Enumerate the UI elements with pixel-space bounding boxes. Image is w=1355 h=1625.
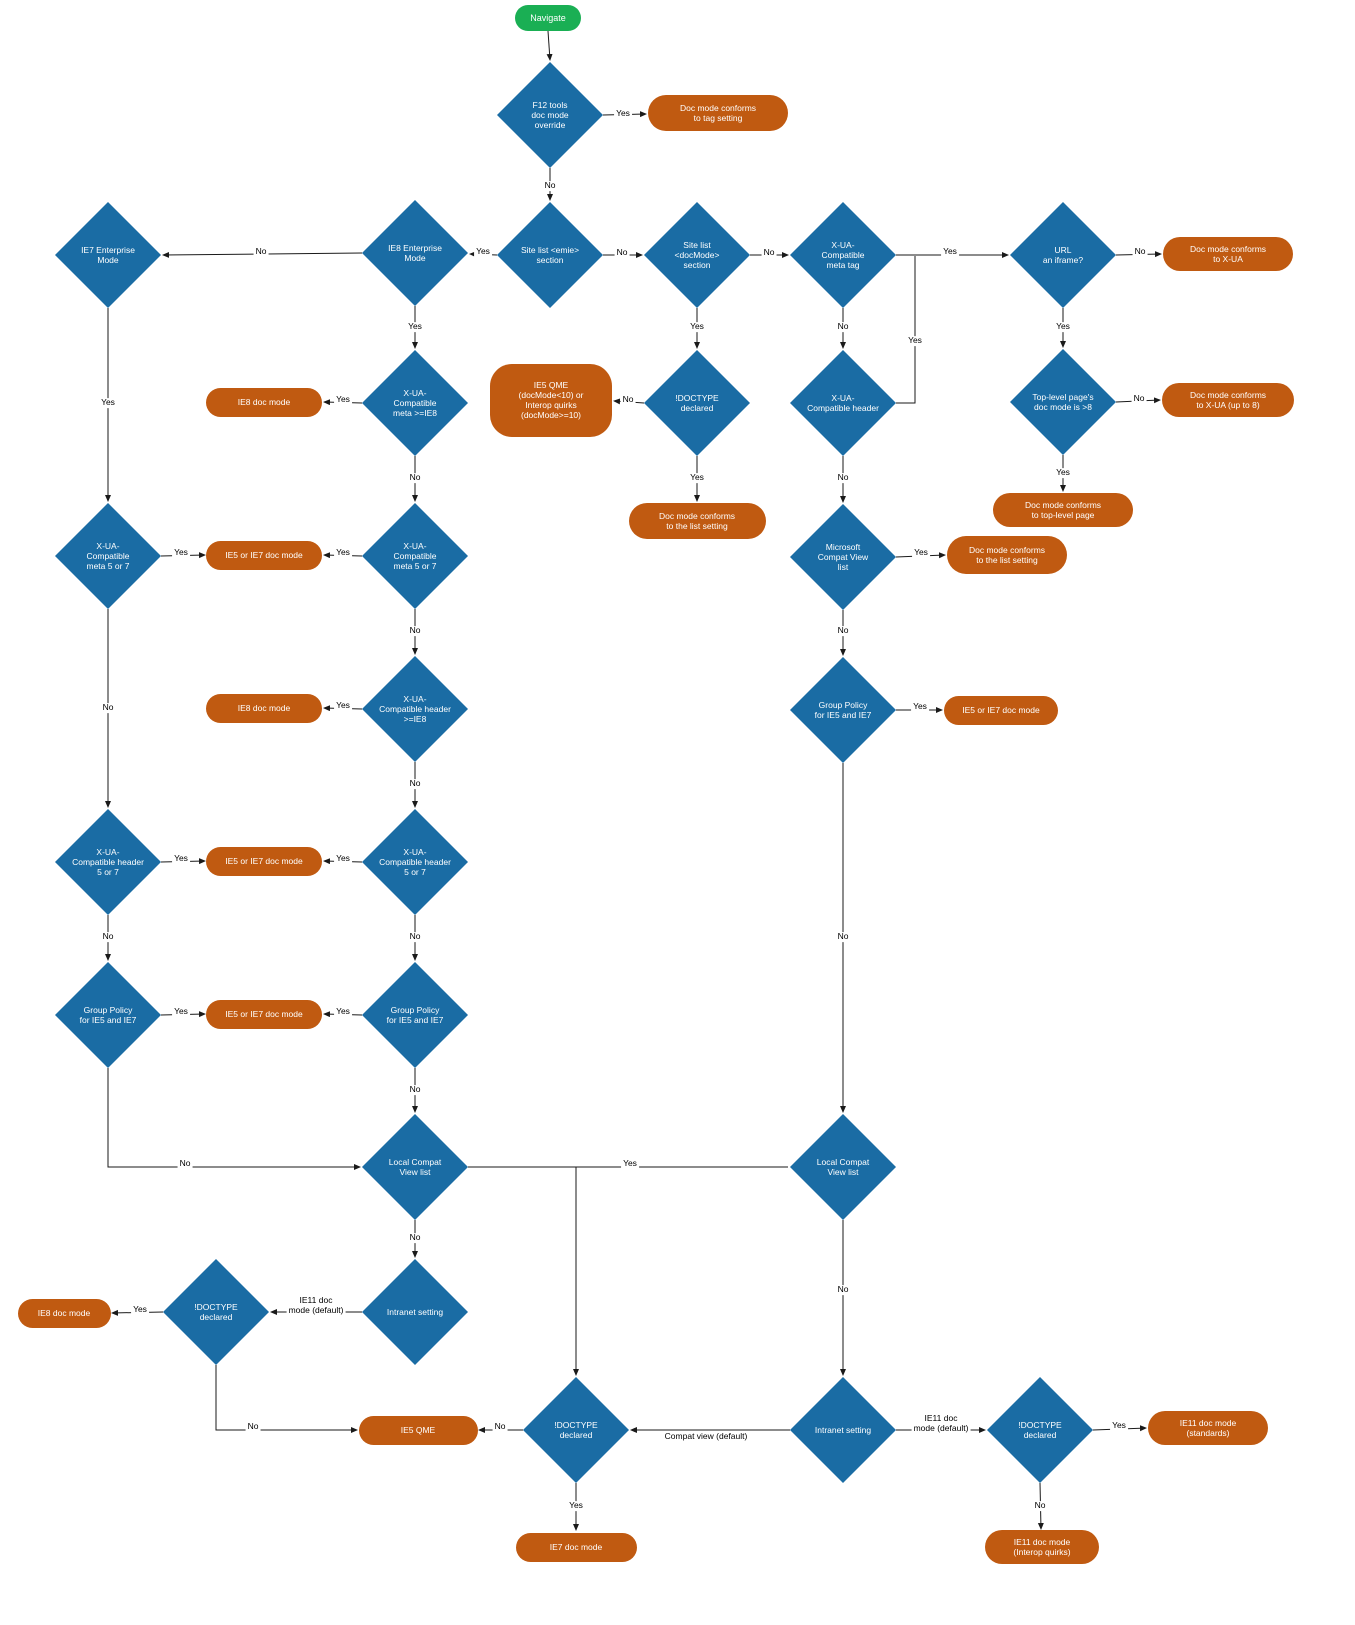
edge-label-xua_header-to-mscv_list: No	[835, 472, 851, 483]
edge-gp57_left-to-lcv_mid	[107, 1068, 361, 1170]
edge-xua_header-to-url_iframe	[896, 256, 916, 404]
result-t_ie8_2: IE8 doc mode	[206, 693, 322, 723]
result-t_ie5qme_big: IE5 QME (docMode<10) or Interop quirks (…	[490, 363, 612, 437]
edge-label-intranet_right-to-doctype_right: IE11 doc mode (default)	[911, 1413, 971, 1434]
result-t_ie57_right: IE5 or IE7 doc mode	[944, 695, 1058, 725]
result-t_ie8_3: IE8 doc mode	[17, 1298, 111, 1328]
result-t_ie5qme: IE5 QME	[358, 1415, 478, 1445]
result-t_list1: Doc mode conforms to the list setting	[628, 503, 766, 539]
result-t_list2: Doc mode conforms to the list setting	[947, 536, 1067, 574]
edge-label-xua_meta_ge8-to-t_ie8_1: Yes	[334, 394, 352, 405]
result-t_ie8_1: IE8 doc mode	[206, 387, 322, 417]
edge-label-gp57_left-to-t_ie57_3: Yes	[172, 1006, 190, 1017]
result-t_ie11iq: IE11 doc mode (Interop quirks)	[985, 1530, 1099, 1564]
edge-label-lcv_mid-to-lcv_right: Yes	[621, 1158, 639, 1169]
edge-label-xua_meta_tag-to-url_iframe: Yes	[941, 246, 959, 257]
edge-label-mscv_list-to-gp57_right: No	[835, 625, 851, 636]
edge-label-f12-to-t_tag: Yes	[614, 108, 632, 119]
edge-label-xua_meta_tag-to-xua_header: No	[835, 321, 851, 332]
result-t_xua8: Doc mode conforms to X-UA (up to 8)	[1162, 383, 1294, 417]
edge-label-doctype_left-to-t_ie5qme: No	[245, 1421, 261, 1432]
result-t_ie57_3: IE5 or IE7 doc mode	[206, 999, 322, 1029]
start-navigate: Navigate	[515, 5, 581, 31]
edge-label-toplevel-to-t_toplevel: Yes	[1054, 467, 1072, 478]
edge-label-doctype_left-to-t_ie8_3: Yes	[131, 1304, 149, 1315]
edge-label-lcv_right-to-intranet_right: No	[835, 1284, 851, 1295]
result-t_ie11std: IE11 doc mode (standards)	[1148, 1411, 1268, 1445]
result-t_tag: Doc mode conforms to tag setting	[648, 95, 788, 131]
edge-label-doctype_center-to-t_ie7: Yes	[567, 1500, 585, 1511]
edge-label-xua_header57_mid-to-t_ie57_2: Yes	[334, 853, 352, 864]
edge-label-xua_header_ge8-to-t_ie8_2: Yes	[334, 700, 352, 711]
result-t_ie57_1: IE5 or IE7 doc mode	[206, 540, 322, 570]
edge-label-gp57_left-to-lcv_mid: No	[177, 1158, 193, 1169]
edge-label-intranet_mid-to-doctype_left: IE11 doc mode (default)	[286, 1295, 346, 1316]
edge-label-xua_header-to-url_iframe: Yes	[906, 335, 924, 346]
edge-label-doctype_list-to-t_ie5qme_big: No	[620, 394, 636, 405]
edge-label-docmode_sec-to-doctype_list: Yes	[688, 321, 706, 332]
edge-label-lcv_mid-to-intranet_mid: No	[407, 1232, 423, 1243]
edge-label-xua_header57_left-to-t_ie57_2: Yes	[172, 853, 190, 864]
edge-label-gp57_right-to-t_ie57_right: Yes	[911, 701, 929, 712]
edge-label-gp57_mid-to-t_ie57_3: Yes	[334, 1006, 352, 1017]
edge-label-f12-to-emie: No	[542, 180, 558, 191]
edge-label-emie-to-docmode_sec: No	[614, 247, 630, 258]
edge-label-xua_meta57_mid-to-t_ie57_1: Yes	[334, 547, 352, 558]
edge-label-url_iframe-to-t_xua: No	[1132, 246, 1148, 257]
edge-label-xua_meta57_left-to-t_ie57_1: Yes	[172, 547, 190, 558]
edge-label-xua_header57_left-to-gp57_left: No	[100, 931, 116, 942]
edge-label-xua_meta57_left-to-xua_header57_left: No	[100, 702, 116, 713]
edge-label-toplevel-to-t_xua8: No	[1131, 393, 1147, 404]
result-t_ie7: IE7 doc mode	[515, 1532, 637, 1562]
result-t_xua: Doc mode conforms to X-UA	[1163, 237, 1293, 271]
edge-label-ie7em-to-xua_meta57_left: Yes	[99, 397, 117, 408]
edge-label-ie8em-to-xua_meta_ge8: Yes	[406, 321, 424, 332]
edge-label-emie-to-ie8em: Yes	[474, 246, 492, 257]
result-t_ie57_2: IE5 or IE7 doc mode	[206, 846, 322, 876]
edge-label-gp57_mid-to-lcv_mid: No	[407, 1084, 423, 1095]
edge-navigate-to-f12	[546, 30, 553, 61]
edge-label-intranet_right-to-doctype_center: Compat view (default)	[662, 1431, 750, 1442]
edge-label-xua_header_ge8-to-xua_header57_mid: No	[407, 778, 423, 789]
edge-label-doctype_center-to-t_ie5qme: No	[492, 1421, 508, 1432]
edge-label-mscv_list-to-t_list2: Yes	[912, 547, 930, 558]
edge-label-xua_meta57_mid-to-xua_header_ge8: No	[407, 625, 423, 636]
edge-label-doctype_list-to-t_list1: Yes	[688, 472, 706, 483]
result-t_toplevel: Doc mode conforms to top-level page	[993, 493, 1133, 527]
edge-label-xua_meta_ge8-to-xua_meta57_mid: No	[407, 472, 423, 483]
edge-label-xua_header57_mid-to-gp57_mid: No	[407, 931, 423, 942]
edge-label-ie8em-to-ie7em: No	[253, 246, 269, 257]
edge-label-url_iframe-to-toplevel: Yes	[1054, 321, 1072, 332]
edge-label-doctype_right-to-t_ie11iq: No	[1032, 1500, 1048, 1511]
edge-label-docmode_sec-to-xua_meta_tag: No	[761, 247, 777, 258]
edge-doctype_left-to-t_ie5qme	[215, 1365, 358, 1433]
edge-label-gp57_right-to-lcv_right: No	[835, 931, 851, 942]
edge-label-doctype_right-to-t_ie11std: Yes	[1110, 1420, 1128, 1431]
